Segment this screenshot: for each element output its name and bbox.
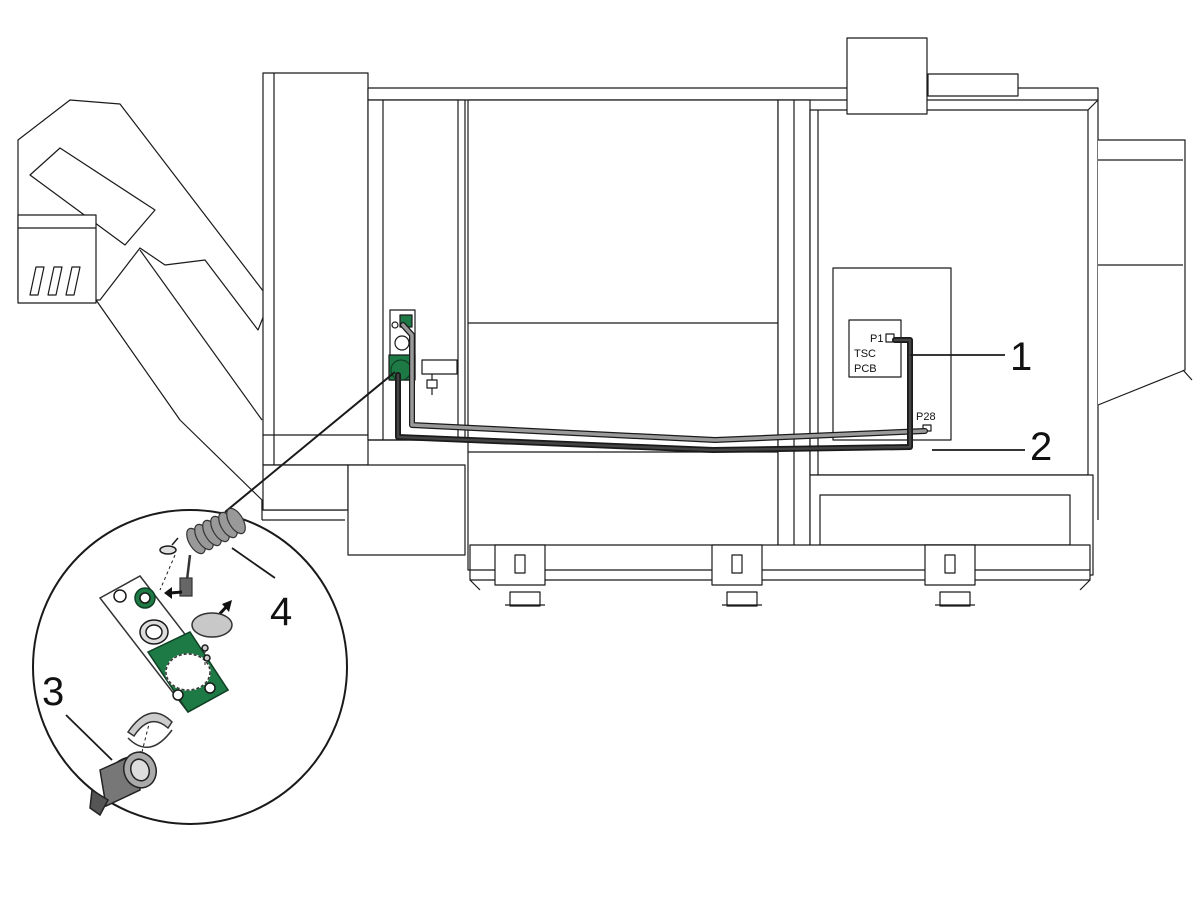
chip-conveyor bbox=[17, 99, 345, 521]
coiled-cord bbox=[179, 507, 246, 597]
leveling-foot-3 bbox=[924, 544, 976, 607]
tsc-pcb bbox=[848, 319, 902, 378]
callout-4: 4 bbox=[270, 590, 292, 634]
callout-2: 2 bbox=[1030, 425, 1052, 469]
leader-3 bbox=[65, 714, 113, 761]
p28-label: P28 bbox=[916, 411, 936, 423]
machine-base bbox=[469, 544, 1091, 591]
leveling-foot-2 bbox=[711, 544, 763, 607]
callout-3: 3 bbox=[42, 670, 64, 714]
p1-label: P1 bbox=[870, 333, 883, 345]
valve-box bbox=[421, 359, 458, 375]
plug-connector bbox=[89, 750, 157, 817]
leveling-foot-1 bbox=[494, 544, 546, 607]
callout-1: 1 bbox=[1010, 335, 1032, 379]
main-enclosure bbox=[367, 37, 1193, 576]
detail-view bbox=[32, 371, 396, 825]
tsc-label: TSC bbox=[854, 348, 876, 360]
leader-4 bbox=[231, 547, 276, 579]
pcb-label: PCB bbox=[854, 363, 877, 375]
clamp bbox=[126, 712, 173, 738]
